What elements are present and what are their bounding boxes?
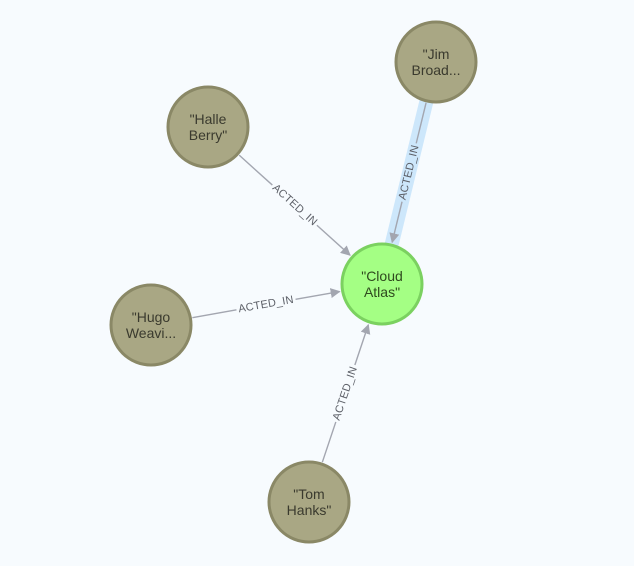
person-node-circle[interactable] <box>394 20 478 104</box>
relationship-hugo-acted-in[interactable]: ACTED_IN <box>192 288 341 319</box>
relationship-halle-acted-in[interactable]: ACTED_IN <box>238 154 351 256</box>
node-caption-line: Berry" <box>189 127 227 143</box>
relationship-arrow[interactable] <box>295 288 341 301</box>
relationship-type-label: ACTED_IN <box>331 365 360 422</box>
relationship-arrow[interactable] <box>389 201 403 244</box>
relationship-type-label: ACTED_IN <box>397 144 422 201</box>
relationship-type-label: ACTED_IN <box>237 294 294 316</box>
relationship-arrow[interactable] <box>316 224 351 256</box>
relationship-line[interactable] <box>192 309 237 319</box>
relationship-arrow[interactable] <box>354 323 371 366</box>
person-node-circle[interactable] <box>267 460 351 544</box>
node-caption-line: "Halle <box>190 111 227 127</box>
node-caption-line: Atlas" <box>364 284 400 300</box>
movie-node-circle[interactable] <box>340 242 424 326</box>
relationship-line[interactable] <box>238 154 273 186</box>
relationship-jim-acted-in[interactable]: ACTED_IN <box>384 97 434 249</box>
person-node-jim[interactable]: "JimBroad... <box>394 20 478 104</box>
node-caption-line: "Cloud <box>361 268 403 284</box>
node-caption-line: "Jim <box>423 46 450 62</box>
relationship-tom-acted-in[interactable]: ACTED_IN <box>321 323 371 463</box>
person-node-circle[interactable] <box>109 283 193 367</box>
node-caption-line: "Tom <box>293 486 324 502</box>
relationship-line[interactable] <box>321 421 337 463</box>
relationship-line[interactable] <box>415 102 427 144</box>
node-caption-line: Weavi... <box>126 325 176 341</box>
person-node-circle[interactable] <box>166 85 250 169</box>
relationship-type-label: ACTED_IN <box>270 182 320 228</box>
node-caption-line: "Hugo <box>132 309 171 325</box>
node-caption-line: Hanks" <box>287 502 332 518</box>
person-node-hugo[interactable]: "HugoWeavi... <box>109 283 193 367</box>
node-caption-line: Broad... <box>411 62 460 78</box>
